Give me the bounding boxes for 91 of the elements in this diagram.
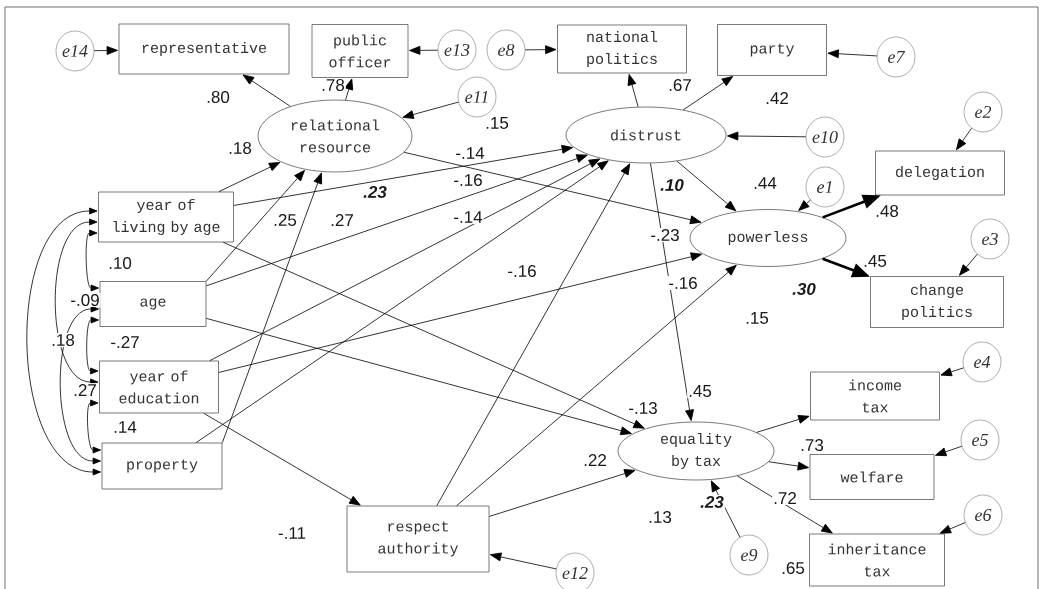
path-arrow: [488, 469, 636, 517]
path-arrow: [627, 74, 639, 108]
variable-box: inheritance tax: [809, 533, 945, 587]
path-arrow: [524, 45, 557, 55]
coefficient-label: -.16: [506, 264, 538, 278]
path-arrow: [409, 45, 439, 55]
variable-box: year of living by age: [98, 191, 234, 243]
path-arrow: [436, 163, 631, 507]
coefficient-label: .42: [764, 91, 790, 105]
coefficient-label: .27: [72, 383, 98, 397]
path-arrow: [727, 131, 807, 141]
path-arrow: [195, 160, 609, 444]
path-arrow: [940, 367, 965, 377]
coefficient-label: .30: [791, 282, 817, 296]
path-arrow: [205, 318, 632, 436]
coefficient-label: .80: [205, 90, 231, 104]
variable-box: property: [101, 442, 223, 490]
coefficient-label: -.14: [452, 210, 484, 224]
path-arrow: [93, 46, 118, 55]
variable-box: change politics: [870, 276, 1004, 328]
coefficient-label: -.13: [627, 401, 659, 415]
variable-box: party: [717, 24, 827, 76]
coefficient-label: .22: [582, 453, 608, 467]
coefficient-label: -.11: [277, 526, 307, 540]
path-arrow: [827, 49, 878, 59]
variable-box: year of education: [99, 360, 219, 414]
path-arrow: [935, 445, 963, 457]
path-arrow: [205, 154, 588, 287]
coefficient-label: .44: [752, 176, 778, 190]
variable-box: income tax: [810, 371, 940, 421]
path-arrow: [221, 172, 323, 444]
path-arrow: [650, 162, 694, 421]
coefficient-label: -.16: [452, 173, 484, 187]
coefficient-label: -.27: [109, 335, 141, 349]
coefficient-label: .23: [362, 185, 388, 199]
path-arrow: [768, 461, 809, 471]
coefficient-label: .27: [329, 213, 355, 227]
coefficient-label: .10: [659, 178, 685, 192]
coefficient-label: .73: [799, 438, 825, 452]
coefficient-label: .72: [772, 491, 798, 505]
path-arrow: [403, 151, 702, 225]
variable-box: national politics: [557, 24, 687, 74]
coefficient-label: .18: [227, 141, 253, 155]
variable-box: delegation: [875, 150, 1005, 196]
coefficient-label: .45: [687, 384, 713, 398]
coefficient-label: .14: [112, 420, 138, 434]
path-arrow: [344, 78, 354, 101]
coefficient-label: -.09: [69, 293, 101, 307]
path-arrow: [939, 522, 966, 534]
path-arrow: [222, 241, 645, 429]
variable-box: representative: [118, 23, 290, 75]
variable-box: age: [99, 281, 207, 327]
covariance-arrow: [59, 305, 101, 465]
path-arrow: [682, 76, 734, 111]
coefficient-label: .48: [874, 204, 900, 218]
coefficient-label: .67: [667, 78, 693, 92]
covariance-arrow: [87, 399, 101, 454]
covariance-arrow: [26, 207, 101, 476]
coefficient-label: .15: [744, 311, 770, 325]
coefficient-label: .25: [272, 213, 298, 227]
coefficient-label: .10: [107, 256, 133, 270]
path-arrow: [959, 253, 978, 276]
coefficient-label: -.16: [667, 276, 699, 290]
path-arrow: [490, 552, 557, 570]
path-arrow: [456, 264, 737, 507]
variable-box: public officer: [311, 24, 409, 78]
path-arrow: [956, 127, 972, 151]
coefficient-label: .13: [647, 510, 673, 524]
path-arrow: [676, 160, 737, 212]
path-arrow: [798, 199, 811, 211]
coefficient-label: .15: [484, 116, 510, 130]
coefficient-label: .23: [699, 495, 725, 509]
path-arrow: [218, 162, 281, 193]
covariance-arrow: [54, 218, 99, 386]
path-arrow: [205, 170, 305, 282]
covariance-arrow: [86, 316, 99, 375]
path-arrow: [209, 158, 601, 362]
coefficient-label: .65: [780, 561, 806, 576]
variable-box: welfare: [809, 454, 935, 500]
path-arrow: [756, 415, 810, 433]
coefficient-label: .45: [862, 254, 888, 268]
coefficient-label: .18: [50, 333, 76, 347]
coefficient-label: -.23: [649, 228, 681, 242]
variable-box: respect authority: [346, 505, 490, 573]
path-arrow: [233, 144, 573, 206]
path-arrow: [203, 412, 361, 506]
path-arrow: [218, 252, 703, 373]
covariance-arrow: [85, 229, 99, 292]
coefficient-label: -.14: [454, 146, 486, 160]
path-arrow: [402, 101, 459, 119]
path-arrow: [242, 74, 291, 107]
